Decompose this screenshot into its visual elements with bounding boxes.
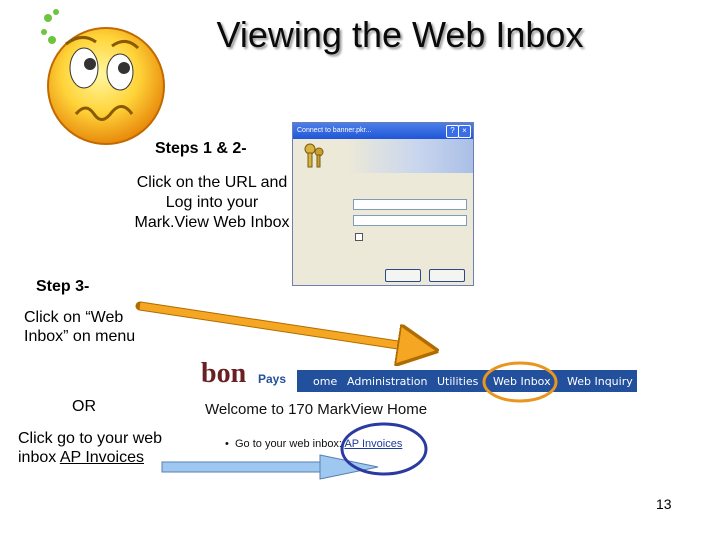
web-app-screenshot: bon Pays ome Administration Utilities We… [197, 354, 637, 454]
nav-item-web-inquiry[interactable]: Web Inquiry [567, 375, 633, 388]
steps-1-2-heading: Steps 1 & 2- [155, 140, 247, 157]
ok-button[interactable] [385, 269, 421, 282]
step-3-description: Click on “Web Inbox” on menu [24, 309, 136, 345]
keys-icon [304, 143, 324, 168]
nav-item-administration[interactable]: Administration [347, 375, 428, 388]
menu-top-strip [297, 354, 637, 370]
nav-item-web-inbox[interactable]: Web Inbox [493, 375, 551, 388]
ap-invoices-link[interactable]: AP Invoices [344, 438, 403, 450]
or-text: OR [72, 398, 96, 415]
steps-1-2-description: Click on the URL and Log into your Mark.… [134, 174, 290, 231]
alternative-description-text: Click go to your web inbox [18, 430, 163, 466]
remember-password-checkbox[interactable] [355, 233, 363, 241]
alternative-description-link: AP Invoices [59, 449, 145, 466]
bullet-dot: • [225, 438, 232, 450]
nav-band [297, 370, 637, 392]
nav-item-home[interactable]: ome [313, 375, 338, 388]
slide-title: Viewing the Web Inbox [216, 14, 584, 55]
alternative-description: Click go to your web inbox AP Invoices [18, 429, 168, 467]
app-logo-subtitle: Pays [258, 372, 287, 386]
close-icon[interactable]: × [458, 125, 471, 138]
ap-invoices-highlight [340, 422, 428, 476]
worried-face-icon [41, 9, 165, 145]
orange-arrow [139, 302, 418, 348]
login-dialog-banner [293, 139, 473, 173]
login-dialog-titlebar: Connect to banner.pkr... ? × [293, 123, 473, 139]
welcome-heading: Welcome to 170 MarkView Home [205, 401, 428, 418]
username-field[interactable] [353, 199, 467, 210]
nav-item-utilities[interactable]: Utilities [437, 375, 479, 388]
login-dialog: Connect to banner.pkr... ? × [292, 122, 474, 286]
inbox-bullet: • Go to your web inbox: AP Invoices [225, 438, 402, 450]
bullet-text: Go to your web inbox: [234, 438, 342, 450]
login-dialog-title: Connect to banner.pkr... [297, 127, 372, 134]
step-3-heading: Step 3- [36, 278, 90, 295]
blue-arrow-shaft [161, 461, 323, 473]
web-inbox-highlight [482, 361, 558, 403]
cancel-button[interactable] [429, 269, 465, 282]
blue-arrow-head [319, 454, 379, 480]
page-number: 13 [656, 496, 672, 512]
app-logo: bon [201, 358, 247, 389]
password-field[interactable] [353, 215, 467, 226]
